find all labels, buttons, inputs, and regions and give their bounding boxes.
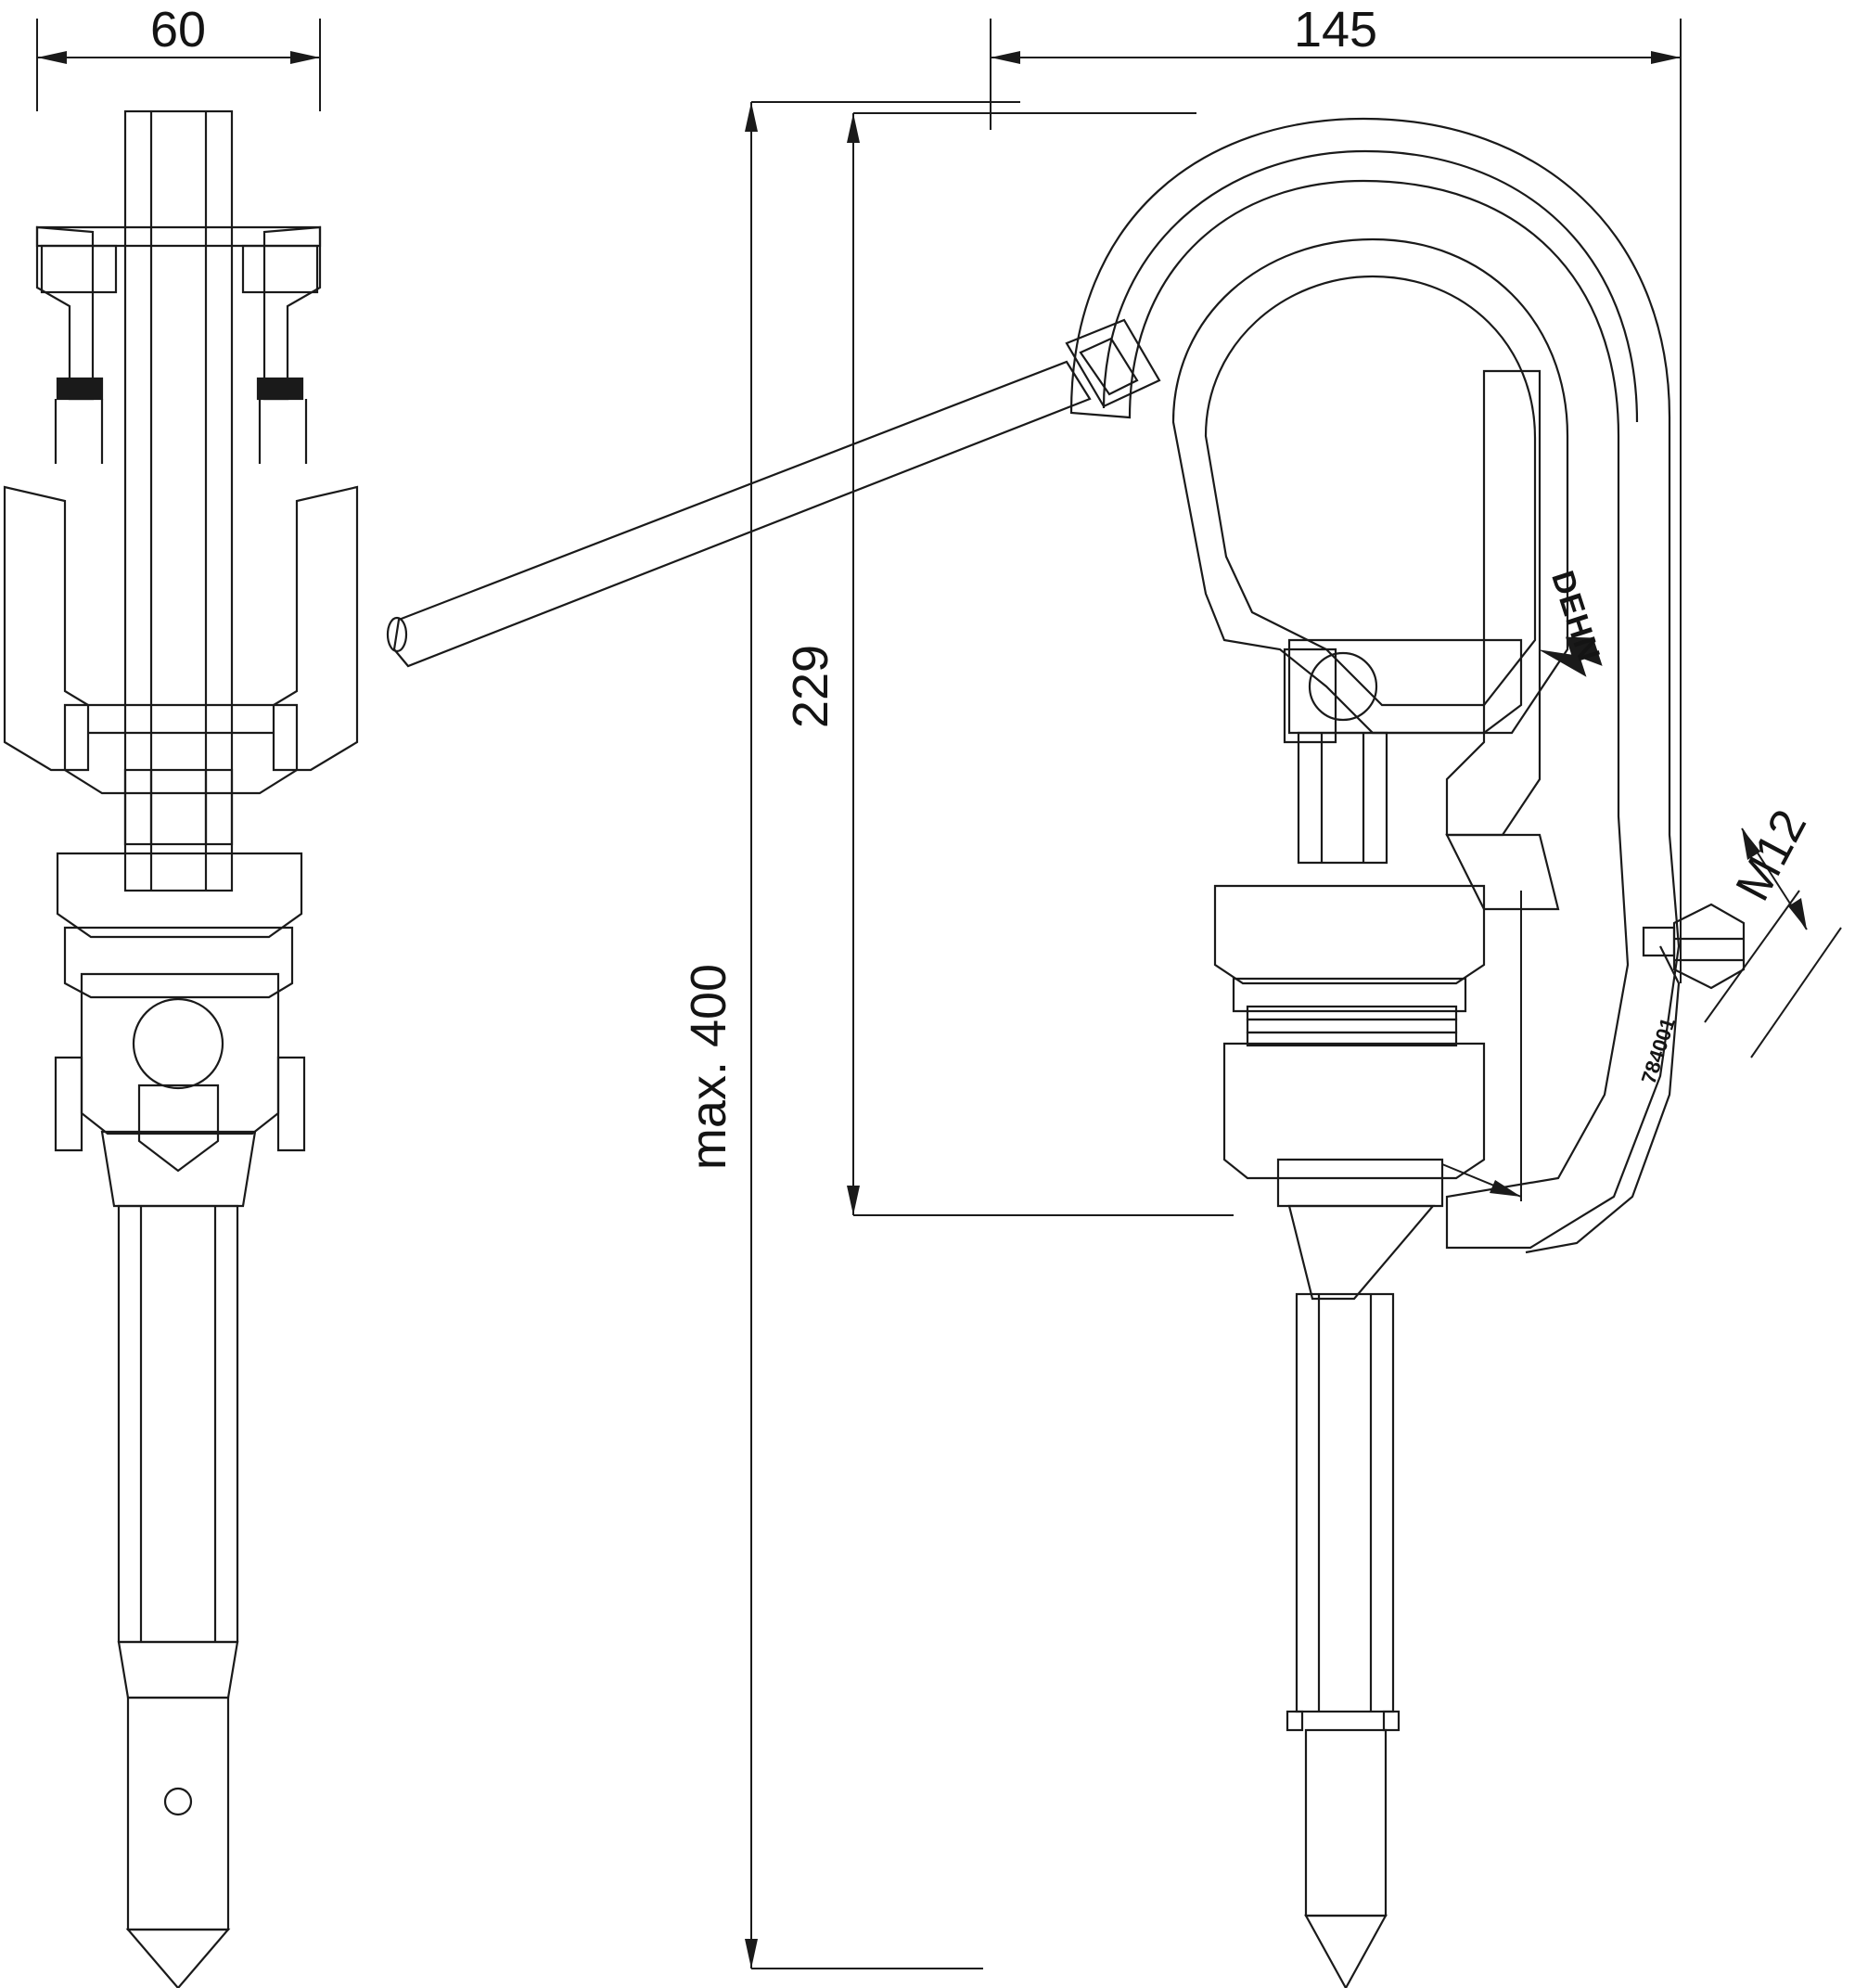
side-hook-tail	[1525, 945, 1681, 1254]
side-clamp-pivot	[1308, 651, 1378, 722]
arrow-small	[1490, 1180, 1521, 1197]
front-spike-hole	[163, 1787, 193, 1816]
arrow-60-left	[37, 51, 67, 64]
lightning-bolt-icon	[1538, 636, 1603, 677]
side-hook-arc-mid	[1102, 149, 1639, 423]
arrow-400-bottom	[745, 1939, 758, 1969]
dehn-logo: DEHN	[1538, 567, 1606, 677]
arrow-60-right	[290, 51, 320, 64]
dim-label-60: 60	[150, 2, 206, 58]
ext-line-m12-b	[1750, 927, 1842, 1058]
side-gasket-2	[1246, 1018, 1458, 1034]
arrow-145-right	[1651, 51, 1681, 64]
front-right-bracket	[262, 225, 322, 401]
arrow-m12-bottom	[1788, 898, 1807, 930]
side-bolt-head	[1672, 903, 1746, 990]
side-clamp-neck	[1297, 731, 1388, 865]
front-mid-stem	[123, 768, 234, 892]
front-jaw-left	[3, 485, 90, 772]
dim-label-229: 229	[783, 645, 838, 728]
side-spike-lug-l	[1286, 1710, 1304, 1732]
side-flange-bottom	[1222, 1042, 1486, 1180]
front-spike-step	[117, 1640, 239, 1699]
side-lever-knuckle-inner	[1079, 337, 1139, 396]
logo-label: DEHN	[1544, 567, 1606, 666]
side-flange-mid	[1232, 977, 1467, 1013]
front-clamp-upper	[63, 926, 294, 999]
side-spike-tip	[1304, 1914, 1388, 1988]
side-hook-inner2	[1204, 275, 1537, 707]
side-hook-outer	[1069, 117, 1681, 1250]
front-clamp-ear-r	[276, 1056, 306, 1152]
front-view-geometry	[3, 109, 359, 1988]
side-gasket-1	[1246, 1005, 1458, 1021]
side-spike-lug-r	[1382, 1710, 1401, 1732]
side-hook-inner	[1171, 237, 1569, 735]
arrow-400-top	[745, 102, 758, 132]
side-bolt-shank	[1642, 926, 1676, 957]
front-left-bracket	[35, 225, 95, 401]
side-flange-top	[1213, 884, 1486, 985]
side-flange-skirt	[1276, 1158, 1444, 1208]
dim-label-m12: M12	[1726, 802, 1818, 910]
arrow-229-bottom	[847, 1186, 860, 1215]
side-view-geometry	[386, 117, 1746, 1988]
arrow-229-top	[847, 113, 860, 143]
dim-label-145: 145	[1294, 2, 1377, 58]
front-bracket-top-bar	[35, 225, 322, 248]
side-clamp-left-flange	[1283, 648, 1337, 744]
side-hook-web	[1445, 369, 1542, 837]
arrow-145-left	[991, 51, 1020, 64]
front-clamp-ear-l	[54, 1056, 83, 1152]
side-lever-knuckle	[1065, 318, 1161, 408]
side-spike-shaft	[1304, 1728, 1388, 1917]
side-clamp-topbar	[1287, 638, 1523, 735]
front-clamp-nut	[137, 1084, 220, 1173]
arrow-m12-top	[1742, 828, 1760, 860]
front-spike-tip	[125, 1928, 231, 1988]
side-spike-collar	[1287, 1204, 1436, 1301]
front-upper-stem	[123, 109, 234, 846]
front-jaw-right	[272, 485, 359, 772]
front-bracket-notch-l	[40, 244, 118, 294]
front-spike-upper	[117, 1204, 239, 1644]
ext-line-m12-a	[1704, 890, 1800, 1023]
front-lower-taper	[100, 1130, 257, 1208]
side-gasket-3	[1246, 1031, 1458, 1047]
side-lever-endcap	[386, 616, 408, 653]
side-lever-rod	[392, 360, 1092, 668]
front-clamp-top	[56, 852, 303, 939]
dim-label-max-400: max. 400	[681, 964, 736, 1170]
front-bracket-notch-r	[241, 244, 319, 294]
front-clamp-hole	[132, 997, 224, 1090]
dimension-lines	[36, 19, 1842, 1969]
front-pad-left	[56, 377, 104, 401]
front-jaw-bridge	[63, 703, 299, 795]
side-spike-upper	[1295, 1292, 1395, 1713]
side-hook-web2	[1445, 833, 1560, 911]
front-pad-right	[256, 377, 304, 401]
